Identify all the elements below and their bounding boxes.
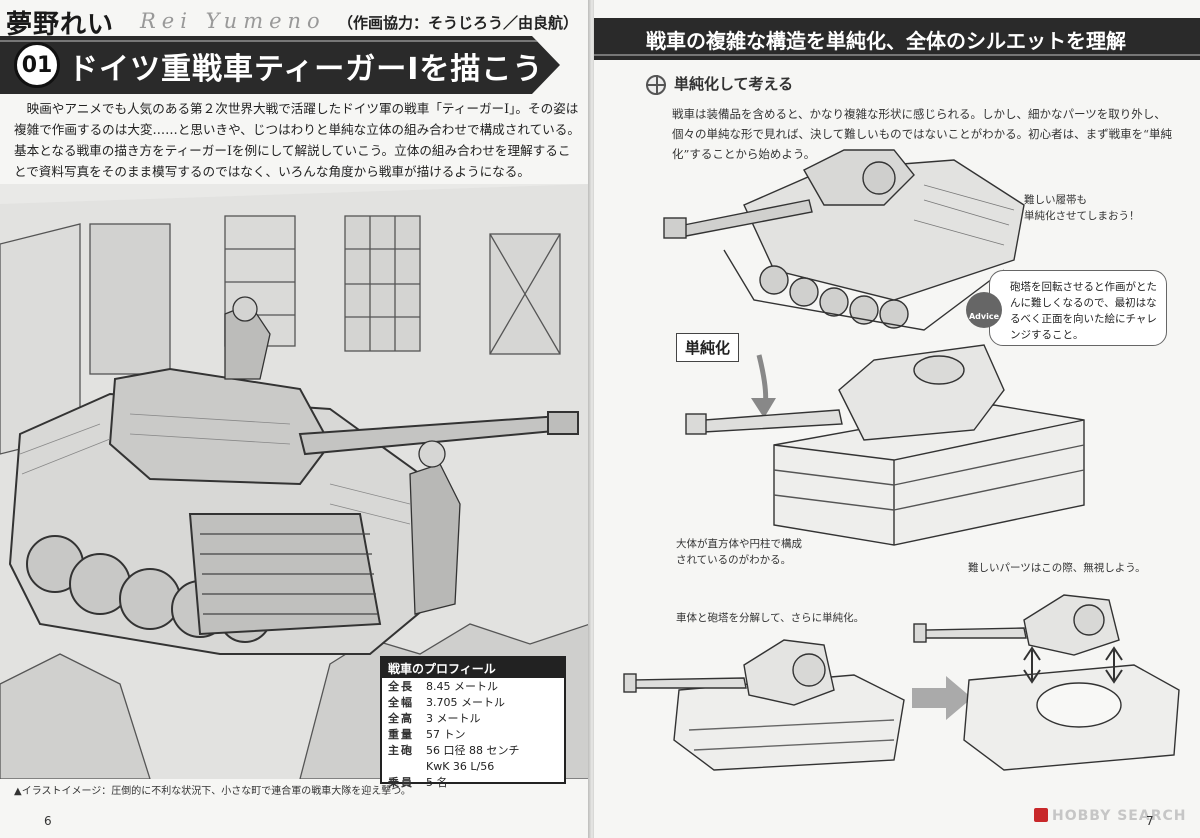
title-banner	[0, 36, 560, 94]
illustration-caption: ▲イラストイメージ：圧倒的に不利な状況下、小さな町で連合軍の戦車大隊を迎え撃つ。	[14, 786, 411, 797]
watermark: HOBBY SEARCH	[1034, 808, 1186, 824]
split-tank-right-sketch	[913, 594, 1180, 771]
simplify-label: 単純化	[676, 333, 740, 362]
split-tank-left-sketch	[623, 639, 905, 771]
page-number-right: 7	[1146, 814, 1154, 828]
right-page: 戦車の複雑な構造を単純化、全体のシルエットを理解 単純化して考える 戦車は装備品…	[594, 0, 1200, 838]
author-roman-name: Rei Yumeno	[140, 9, 326, 33]
intro-paragraph: 映画やアニメでも人気のある第２次世界大戦で活躍したドイツ軍の戦車「ティーガーⅠ」…	[14, 101, 580, 179]
section-header: 戦車の複雑な構造を単純化、全体のシルエットを理解	[646, 29, 1126, 53]
block-tank-sketch	[685, 344, 1085, 546]
note-tracks: 難しい履帯も 単純化させてしまおう！	[1024, 194, 1140, 222]
advice-badge: Advice	[966, 292, 1002, 328]
advice-box: 砲塔を回転させると作画がとたんに難しくなるので、最初はなるべく正面を向いた絵にチ…	[989, 270, 1167, 346]
author-name: 夢野れい	[6, 10, 115, 40]
profile-row: KwK 36 L/56	[426, 760, 495, 773]
note-split: 車体と砲塔を分解して、さらに単純化。	[676, 612, 865, 624]
chapter-number-badge: 01	[14, 42, 60, 88]
crosshair-icon	[646, 75, 666, 95]
section-header-bar	[594, 18, 1200, 60]
subheading: 単純化して考える	[674, 75, 794, 93]
tiger-tank-illustration	[0, 184, 590, 779]
book-gutter	[588, 0, 596, 838]
left-page: 夢野れい Rei Yumeno （作画協力：そうじろう／由良航） 01 ドイツ重…	[0, 0, 590, 838]
page-number-left: 6	[44, 814, 52, 828]
watermark-logo-icon	[1034, 808, 1048, 822]
art-credit: （作画協力：そうじろう／由良航）	[338, 14, 579, 32]
profile-heading: 戦車のプロフィール	[382, 658, 564, 678]
page-title: ドイツ重戦車ティーガーⅠを描こう	[68, 52, 544, 87]
arrow-right-icon	[912, 676, 972, 720]
note-ignore-parts: 難しいパーツはこの際、無視しよう。	[968, 562, 1146, 574]
body-paragraph: 戦車は装備品を含めると、かなり複雑な形状に感じられる。しかし、細かなパーツを取り…	[672, 107, 1173, 161]
note-boxes: 大体が直方体や円柱で構成 されているのがわかる。	[676, 538, 802, 566]
